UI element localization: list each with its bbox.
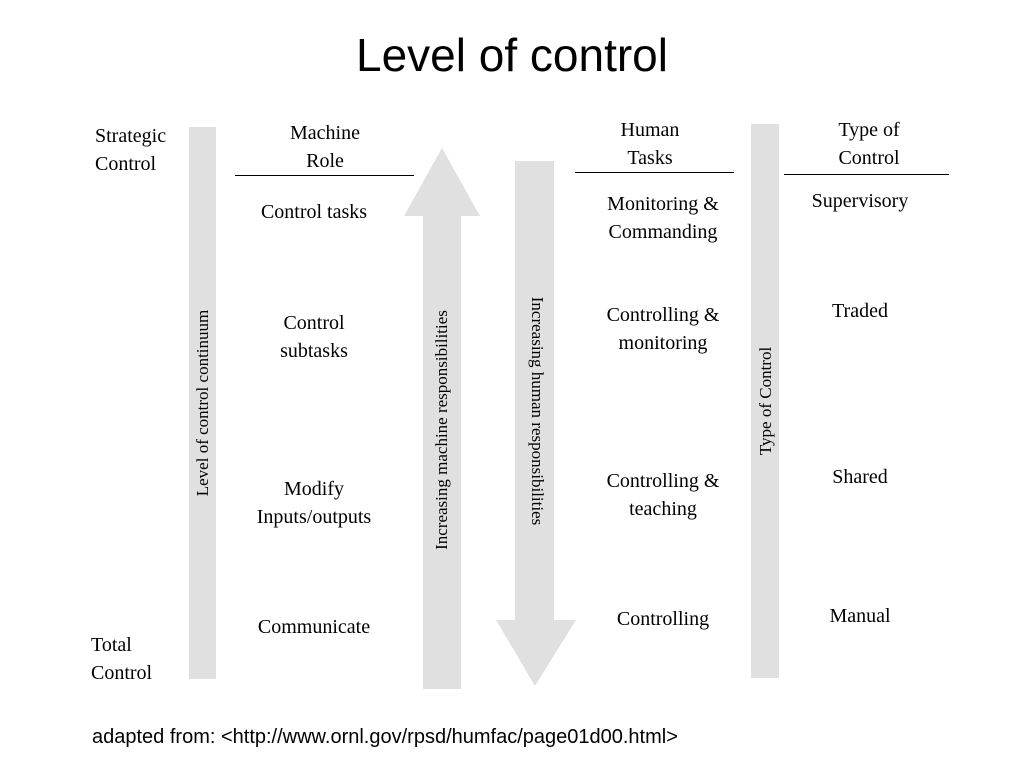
down-arrow-label: Increasing human responsibilities: [528, 296, 547, 526]
human-item-controlling: Controlling: [616, 608, 710, 630]
machine-responsibilities-up-arrow: [404, 148, 480, 689]
machine-item-control-tasks: Control tasks: [260, 201, 368, 223]
machine-item-communicate: Communicate: [257, 616, 371, 638]
machine-item-modify-io: Modify Inputs/outputs: [256, 478, 372, 528]
control-type-shared: Shared: [832, 466, 888, 488]
level-of-control-bar-label: Level of control continuum: [193, 309, 212, 497]
total-control-label: Total Control: [91, 634, 153, 684]
control-type-traded: Traded: [832, 300, 888, 322]
up-arrow-label: Increasing machine responsibilities: [432, 310, 451, 550]
machine-item-control-subtasks: Control subtasks: [280, 312, 348, 362]
machine-role-divider: [235, 175, 414, 176]
human-responsibilities-down-arrow: [496, 161, 576, 686]
machine-role-header: Machine Role: [290, 122, 360, 172]
strategic-control-label: Strategic Control: [95, 125, 167, 175]
human-item-controlling-monitoring: Controlling & monitoring: [606, 304, 720, 354]
type-of-control-divider: [784, 174, 949, 175]
human-tasks-header: Human Tasks: [620, 119, 680, 169]
control-type-manual: Manual: [829, 605, 891, 627]
page-title: Level of control: [356, 29, 668, 81]
human-item-monitoring-commanding: Monitoring & Commanding: [607, 193, 719, 243]
level-of-control-bar: [189, 127, 216, 679]
type-of-control-bar: [751, 124, 779, 678]
control-type-supervisory: Supervisory: [811, 190, 909, 212]
human-tasks-divider: [575, 172, 734, 173]
source-citation: adapted from: <http://www.ornl.gov/rpsd/…: [92, 726, 678, 748]
human-item-controlling-teaching: Controlling & teaching: [606, 470, 720, 520]
type-of-control-bar-label: Type of Control: [756, 346, 775, 456]
type-of-control-header: Type of Control: [838, 119, 900, 169]
